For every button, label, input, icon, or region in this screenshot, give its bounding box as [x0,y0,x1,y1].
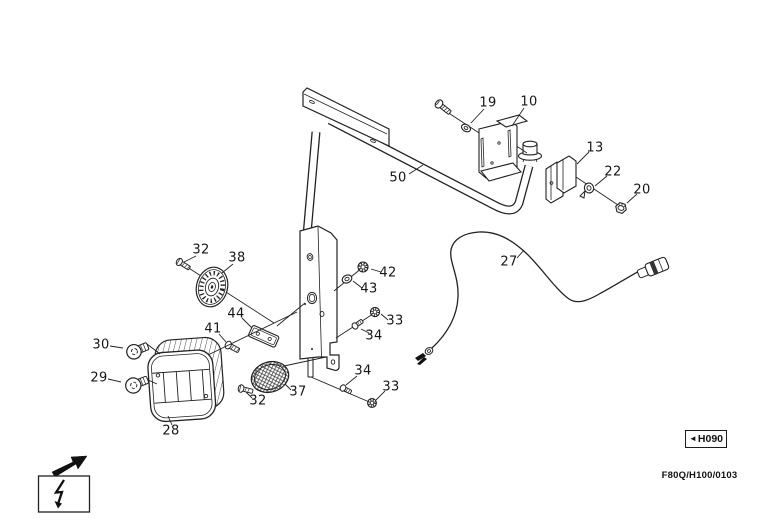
direction-arrow-icon [51,455,88,478]
part-bulb-30 [126,342,150,360]
part-label-28: 28 [162,423,180,439]
leader-lamp-to-plate [207,311,298,356]
part-label-34-upper: 34 [365,328,383,344]
part-label-19: 19 [479,95,497,111]
part-lamp-28 [147,336,225,423]
prev-page-arrow-icon: ◄ [688,434,697,443]
part-label-43: 43 [360,281,378,297]
part-label-22: 22 [604,164,622,180]
part-label-37: 37 [289,384,307,400]
part-washer-19 [460,123,472,133]
part-screw-34-lower [339,384,352,395]
axis-line-32-38-44 [183,264,275,324]
part-plate-44 [248,325,280,348]
cable-connector-plug [636,256,670,279]
nav-reference-h090[interactable]: ◄ H090 [685,430,727,448]
part-screw-32-lower [237,384,254,394]
part-screw-32-upper [175,257,191,271]
part-label-50: 50 [389,170,407,186]
part-label-20: 20 [633,182,651,198]
part-label-42: 42 [379,265,397,281]
part-label-13: 13 [586,140,604,156]
part-label-32-lower: 32 [249,393,267,409]
part-label-33-lower: 33 [382,379,400,395]
part-cable-27 [415,231,670,365]
part-frame-50 [302,87,543,236]
part-clip-22 [579,182,595,199]
part-label-44: 44 [227,306,245,322]
frame-socket-pipe [517,140,543,163]
part-reflector-37 [250,360,290,394]
part-bulb-29 [125,375,150,394]
part-label-30: 30 [92,337,110,353]
label-leader-lines [107,107,638,426]
part-label-27: 27 [500,254,518,270]
leader-37-to-plate [283,356,327,367]
part-bracket-10 [478,114,529,182]
part-nut-42 [357,261,369,273]
axis-line-13-20 [575,176,619,206]
part-screw-34-upper [351,319,364,330]
part-screw-41 [224,340,240,353]
diagram-reference-code: F80Q/H100/0103 [661,470,738,481]
lightning-bolt-icon [53,479,65,509]
part-nut-20 [615,201,627,215]
part-label-29: 29 [90,370,108,386]
frame-vertical-plate [299,225,340,378]
part-clamp-13 [545,155,577,204]
part-nut-33-lower [367,398,377,408]
part-label-10: 10 [520,94,538,110]
cable-terminal-end [415,347,434,365]
part-label-33-upper: 33 [386,313,404,329]
part-label-34-lower: 34 [354,363,372,379]
part-label-41: 41 [204,321,222,337]
nav-reference-label: H090 [697,433,724,445]
part-washer-43 [341,274,353,284]
part-nut-33-upper [369,306,381,318]
part-label-32-upper: 32 [192,242,210,258]
electrical-symbol-box [37,475,91,513]
part-label-38: 38 [228,250,246,266]
part-grommet-38 [195,266,229,308]
part-screw-19 [434,99,452,115]
